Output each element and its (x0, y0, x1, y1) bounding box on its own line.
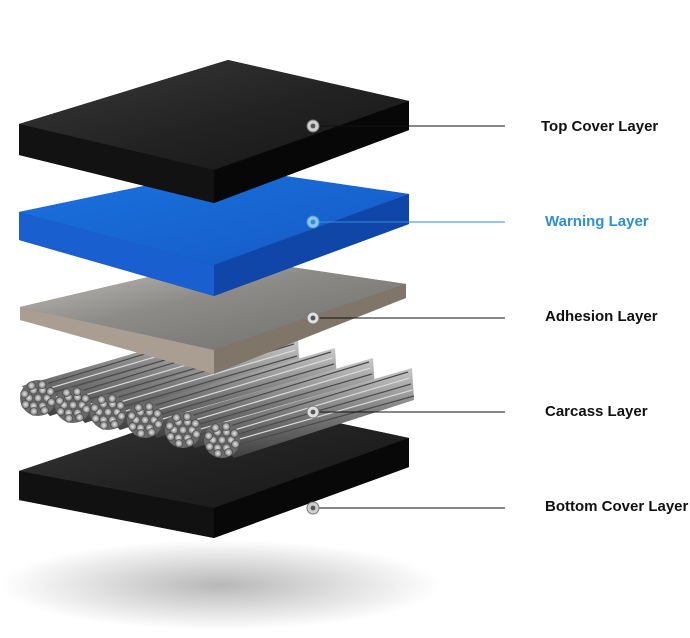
cable-strand-end (47, 398, 55, 406)
cable-strand-end (186, 438, 194, 446)
cable-strand-end (21, 390, 29, 398)
cable-strand-end (27, 382, 35, 390)
cable-strand-end (30, 407, 38, 415)
cable-strand-end (92, 415, 100, 423)
cable-strand-end (97, 396, 105, 404)
cable-strand-end (153, 409, 161, 417)
cable-strand-end (206, 443, 214, 451)
cable-strand-end (65, 414, 73, 422)
cable-strand-end (38, 381, 46, 389)
cable-strand-end (175, 439, 183, 447)
cable-strand-end (76, 413, 84, 421)
cable-strand-end (81, 394, 89, 402)
cable-strand-end (69, 401, 77, 409)
cable-strand-end (191, 419, 199, 427)
cable-strand-end (179, 426, 187, 434)
cable-strand-end (192, 430, 200, 438)
label-adhesion: Adhesion Layer (545, 308, 658, 326)
cable-strand-end (134, 404, 142, 412)
cable-strand-end (154, 420, 162, 428)
cable-strand-end (172, 414, 180, 422)
cable-strand-end (104, 408, 112, 416)
label-top-cover: Top Cover Layer (541, 118, 658, 136)
cable-strand-end (91, 404, 99, 412)
cable-strand-end (117, 412, 125, 420)
cable-strand-end (205, 432, 213, 440)
cable-strand-end (56, 397, 64, 405)
label-bottom-cover: Bottom Cover Layer (545, 498, 688, 516)
cable-strand-end (34, 394, 42, 402)
cable-strand-end (218, 436, 226, 444)
cable-strand-end (108, 395, 116, 403)
cable-strand-end (183, 413, 191, 421)
cable-strand-end (230, 429, 238, 437)
cable-strand-end (145, 403, 153, 411)
cable-strand-end (128, 412, 136, 420)
cable-strand-end (46, 387, 54, 395)
cable-strand-end (137, 429, 145, 437)
cable-strand-end (166, 422, 174, 430)
cable-strand-end (214, 449, 222, 457)
cable-strand-end (22, 401, 30, 409)
cable-strand-end (57, 408, 65, 416)
label-carcass: Carcass Layer (545, 403, 648, 421)
label-warning: Warning Layer (545, 213, 649, 231)
cable-strand-end (116, 401, 124, 409)
cable-strand-end (73, 388, 81, 396)
top-cover-slab (19, 60, 409, 203)
cable-strand-end (225, 448, 233, 456)
cable-strand-end (167, 433, 175, 441)
cable-strand-end (82, 405, 90, 413)
cable-strand-end (231, 440, 239, 448)
cable-strand-end (129, 423, 137, 431)
cable-strand-end (111, 420, 119, 428)
cable-strand-end (62, 389, 70, 397)
cable-strand-end (222, 423, 230, 431)
cable-strand-end (41, 406, 49, 414)
cable-strand-end (148, 428, 156, 436)
ground-shadow (0, 540, 440, 630)
cable-strand-end (141, 416, 149, 424)
cable-strand-end (100, 421, 108, 429)
cable-strand-end (211, 424, 219, 432)
